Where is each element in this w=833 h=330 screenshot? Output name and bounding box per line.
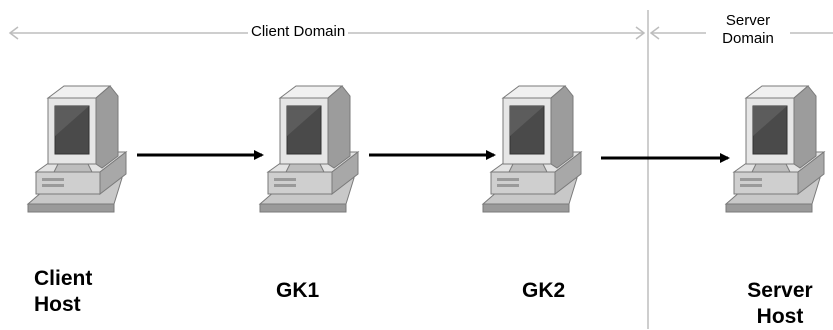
client-host-label-line2: Host [34, 293, 81, 316]
client-host-label-line1: Client [34, 267, 93, 290]
gk2-label: GK2 [522, 279, 566, 302]
server-host-label-line1: Server [747, 279, 813, 302]
server-domain-label-line2: Domain [722, 30, 774, 47]
client-host-computer-icon [27, 85, 127, 213]
server-host-computer-icon [725, 85, 825, 213]
client-host-label: Client Host [34, 266, 92, 318]
server-domain-label-line1: Server [725, 12, 771, 29]
server-domain-label: Server Domain [706, 12, 790, 48]
gk2-computer-icon [482, 85, 582, 213]
client-domain-label: Client Domain [248, 23, 349, 41]
server-host-label-line2: Host [756, 305, 804, 328]
server-host-label: Server Host [732, 278, 828, 330]
gk1-label: GK1 [276, 279, 320, 302]
gk1-computer-icon [259, 85, 359, 213]
